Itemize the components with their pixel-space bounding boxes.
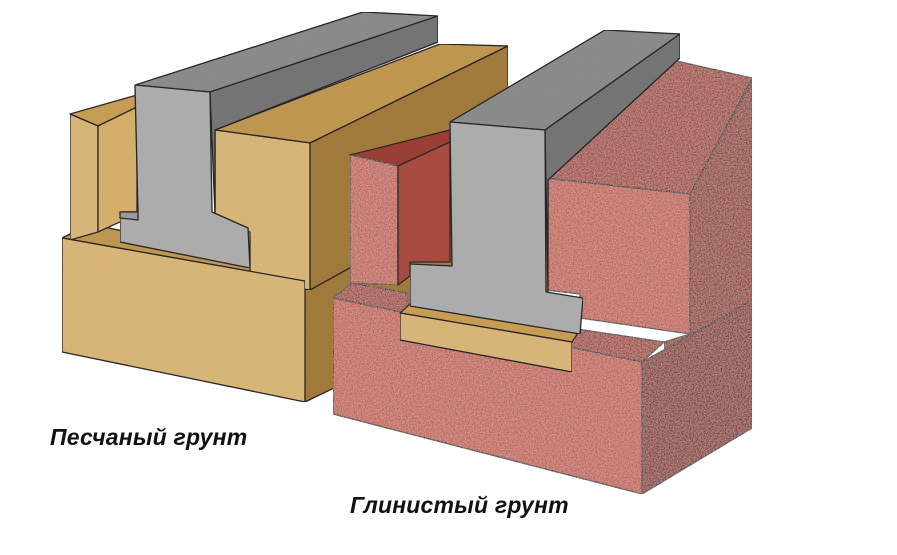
sandy-soil-caption: Песчаный грунт [50,424,248,450]
clay-left-front [349,154,399,286]
clay-soil-caption: Глинистый грунт [350,492,569,518]
sand-footing-ledge [119,211,139,221]
clay-concrete-footing [409,29,681,335]
sand-lower-front [61,237,306,403]
clay-footing-stem-side [544,33,681,293]
sand-footing-stem-side [209,15,439,215]
sand-cushion-front [399,312,573,373]
sand-concrete-footing [119,11,439,269]
sand-left-front [69,113,99,241]
clay-footing-front [409,121,584,335]
